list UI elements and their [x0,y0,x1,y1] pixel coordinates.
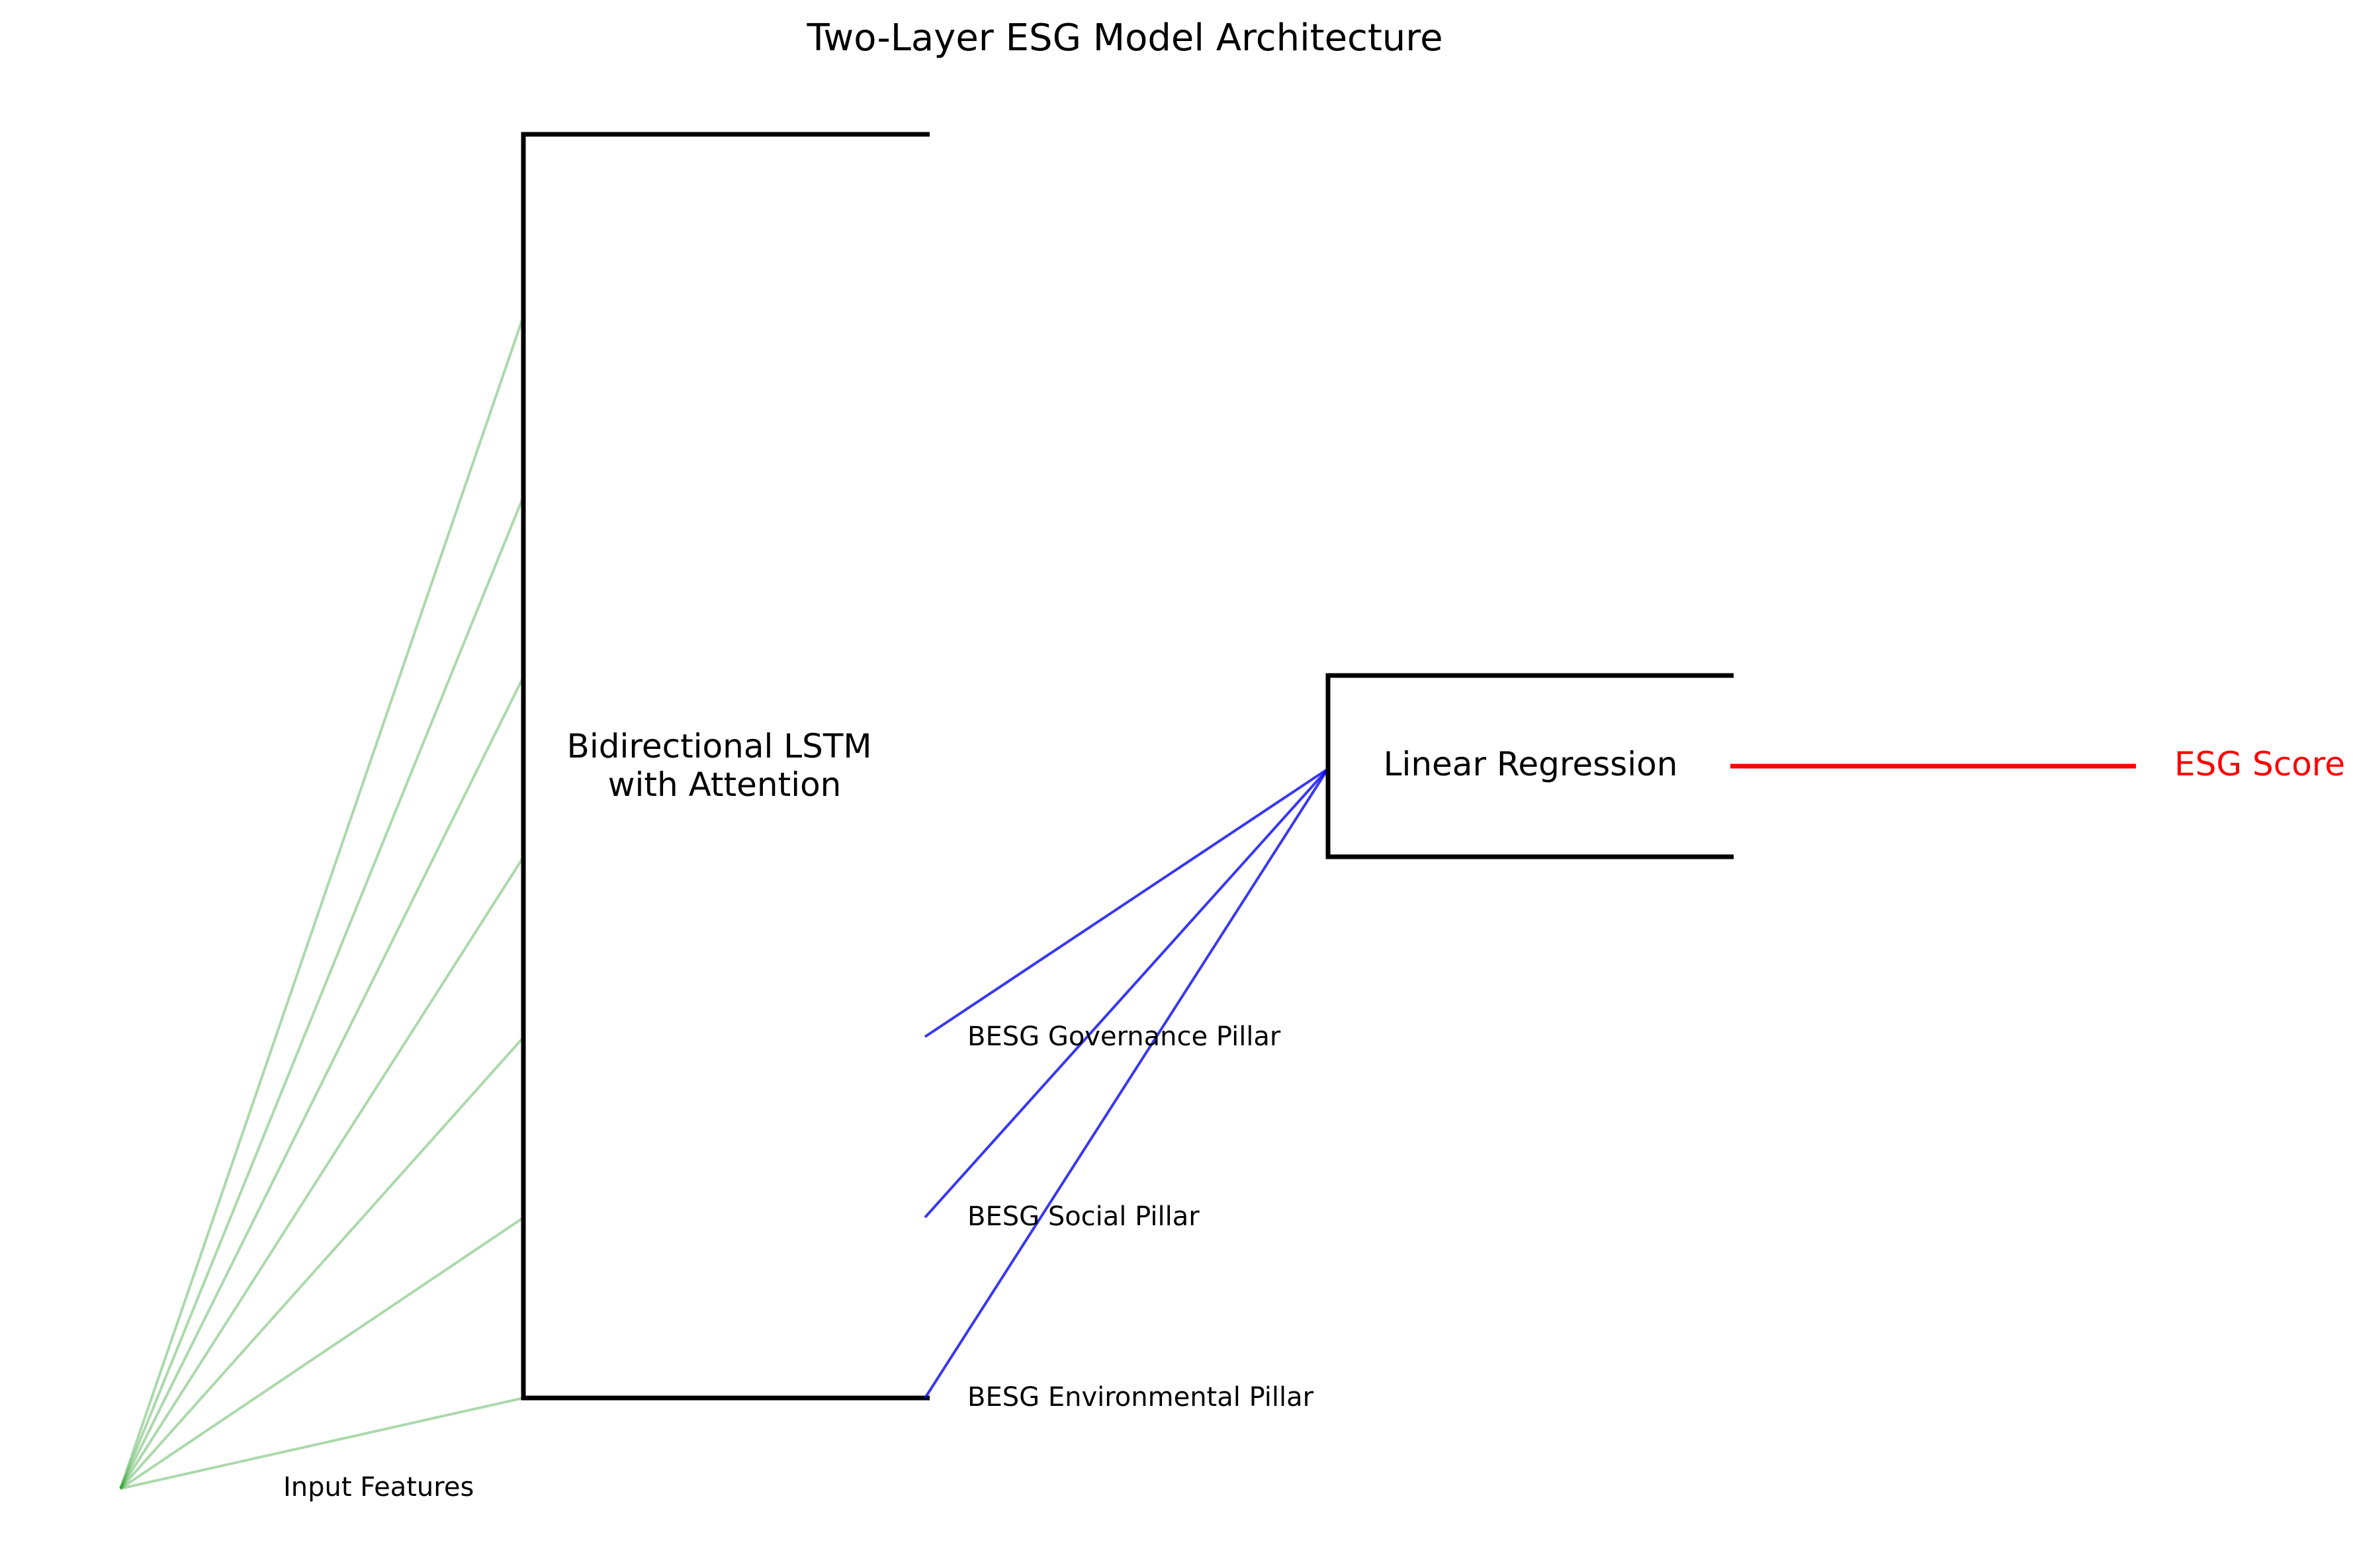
input-feature-line [119,1216,525,1490]
input-feature-lines [119,316,525,1490]
regression-layer-label: Linear Regression [1384,745,1678,783]
lstm-layer-box [521,132,930,1401]
regression-layer-box [1325,673,1734,859]
input-feature-line [119,316,525,1489]
pillar-connection-line [924,767,1329,1399]
esg-score-label: ESG Score [2174,745,2345,783]
input-feature-line [119,496,525,1489]
pillar-label-governance: BESG Governance Pillar [967,1022,1281,1052]
input-feature-line [119,856,525,1490]
pillar-label-social: BESG Social Pillar [967,1201,1200,1232]
lstm-layer-label: Bidirectional LSTM with Attention [567,727,883,804]
input-feature-line [119,676,525,1489]
lstm-layer-label-line1: Bidirectional LSTM [567,727,872,765]
diagram-title: Two-Layer ESG Model Architecture [806,17,1443,60]
pillar-connection-lines [924,767,1329,1399]
input-feature-line [119,1036,525,1490]
pillar-connection-line [924,767,1329,1219]
pillar-connection-line [924,767,1329,1038]
input-features-label: Input Features [283,1472,474,1503]
lstm-layer-label-line2: with Attention [608,765,842,804]
pillar-label-environmental: BESG Environmental Pillar [967,1382,1314,1413]
input-feature-line [120,1397,524,1490]
